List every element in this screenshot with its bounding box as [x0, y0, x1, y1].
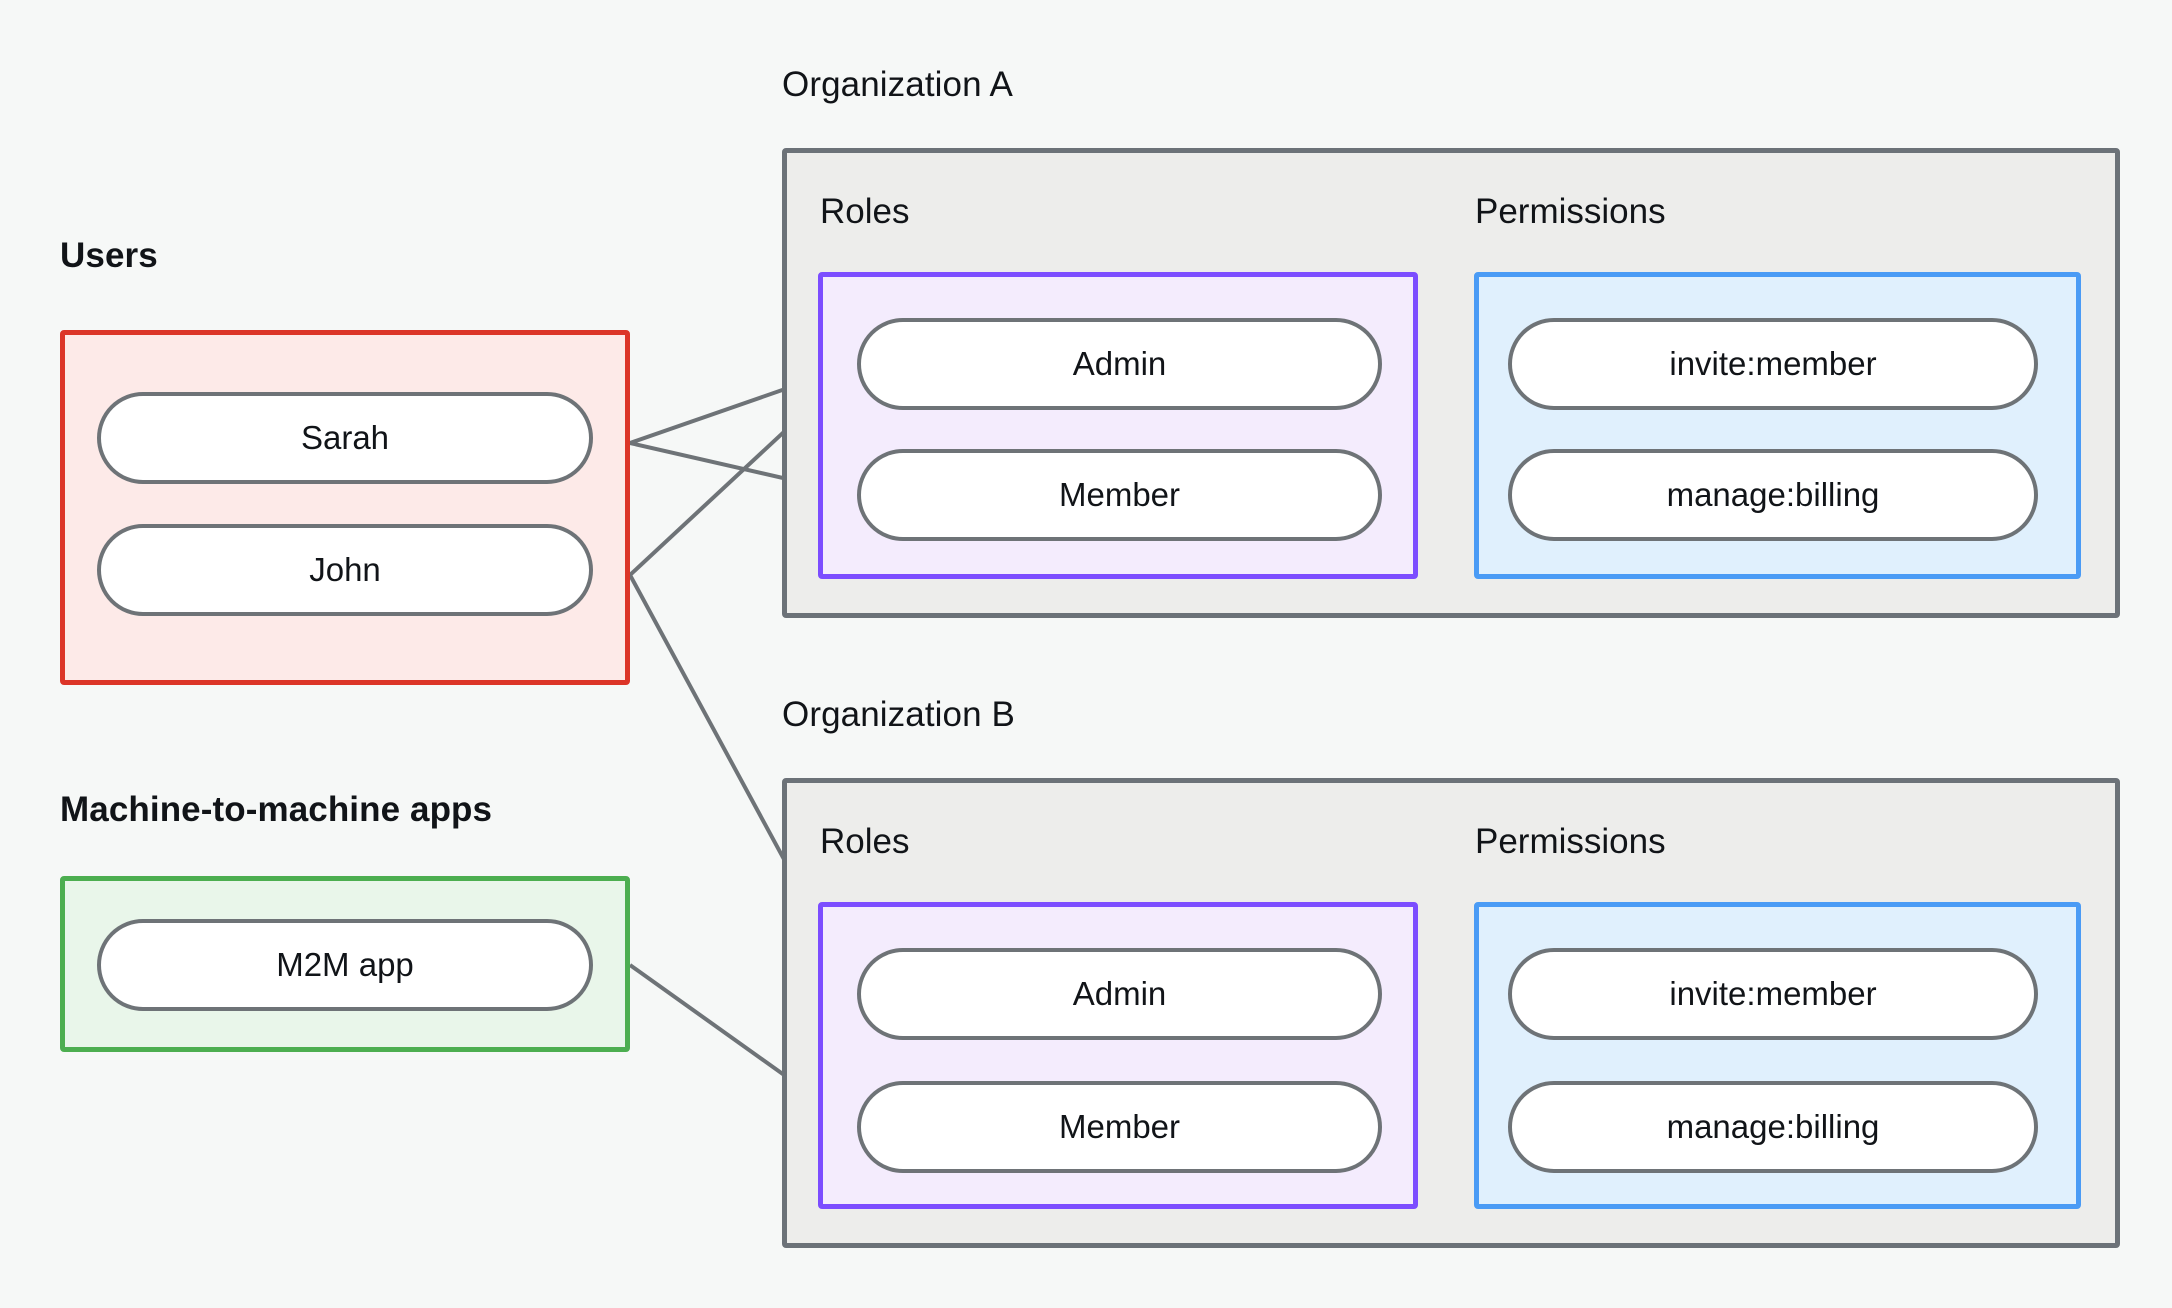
org-b-role-member-label: Member [1058, 1108, 1181, 1145]
org-b-permission-invite-member-label: invite:member [1669, 975, 1877, 1012]
org-a-role-admin-label: Admin [1072, 345, 1167, 382]
org-a-role-admin[interactable]: Admin [857, 318, 1382, 410]
org-b-permission-manage-billing[interactable]: manage:billing [1508, 1081, 2038, 1173]
org-a-role-member[interactable]: Member [857, 449, 1382, 541]
m2m-node-app-label: M2M app [276, 946, 414, 983]
org-a-permission-invite-member-label: invite:member [1669, 345, 1877, 382]
org-b-role-admin[interactable]: Admin [857, 948, 1382, 1040]
users-group-title: Users [60, 236, 158, 275]
org-a-roles-label: Roles [820, 192, 910, 231]
org-a-permission-manage-billing[interactable]: manage:billing [1508, 449, 2038, 541]
org-b-title: Organization B [782, 695, 1015, 734]
org-b-permission-manage-billing-label: manage:billing [1666, 1108, 1880, 1145]
user-node-john-label: John [309, 551, 381, 588]
user-node-sarah-label: Sarah [300, 419, 390, 456]
org-a-permission-invite-member[interactable]: invite:member [1508, 318, 2038, 410]
org-b-role-admin-label: Admin [1072, 975, 1167, 1012]
org-b-permission-invite-member[interactable]: invite:member [1508, 948, 2038, 1040]
org-b-roles-label: Roles [820, 822, 910, 861]
org-a-role-member-label: Member [1058, 476, 1181, 513]
m2m-group-title: Machine-to-machine apps [60, 790, 493, 829]
org-a-title: Organization A [782, 65, 1013, 104]
org-b-permissions-label: Permissions [1475, 822, 1666, 861]
user-node-sarah[interactable]: Sarah [97, 392, 593, 484]
m2m-node-app[interactable]: M2M app [97, 919, 593, 1011]
org-a-permission-manage-billing-label: manage:billing [1666, 476, 1880, 513]
user-node-john[interactable]: John [97, 524, 593, 616]
users-container [60, 330, 630, 685]
org-b-role-member[interactable]: Member [857, 1081, 1382, 1173]
org-a-permissions-label: Permissions [1475, 192, 1666, 231]
